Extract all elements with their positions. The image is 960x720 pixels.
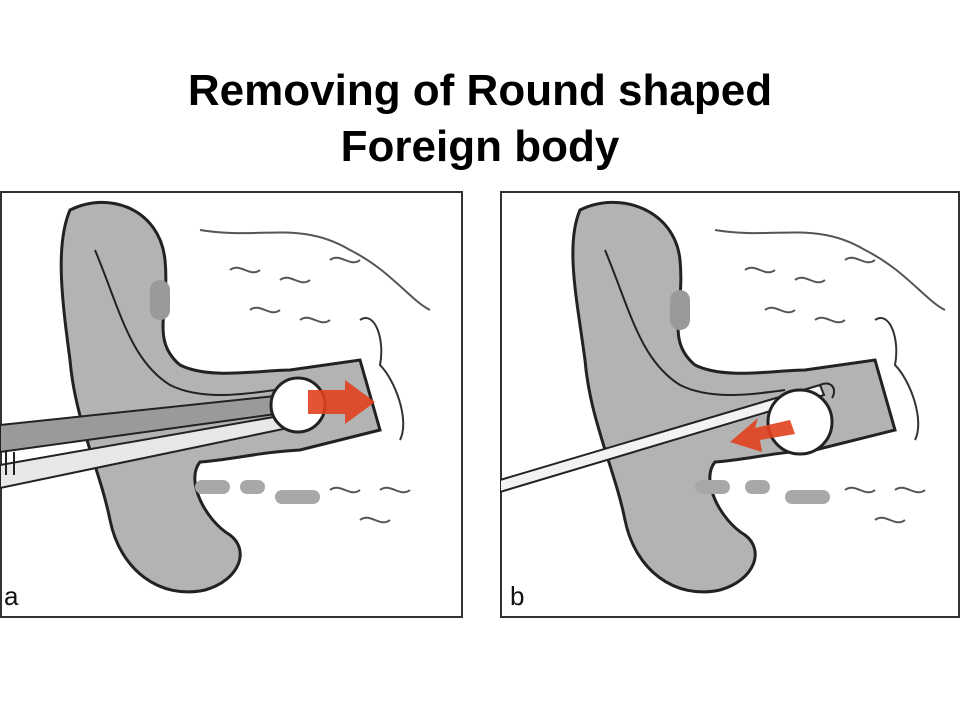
ear-illustration-a: [0, 191, 463, 618]
direction-arrow-inward: [308, 380, 375, 424]
bone-texture: [744, 256, 876, 324]
bone-outline: [714, 229, 946, 311]
cartilage-spot: [240, 480, 265, 494]
cartilage-spot: [670, 290, 690, 330]
diagram-panel-b: b: [500, 190, 960, 618]
tympanic-membrane: [359, 317, 405, 441]
hook-tip: [819, 382, 836, 399]
hook-instrument: [500, 383, 826, 494]
title-line-2: Foreign body: [340, 122, 620, 172]
direction-arrow-outward: [730, 418, 795, 452]
bone-outline: [199, 229, 431, 311]
title-line-1: Removing of Round shaped: [187, 66, 773, 116]
slide-title: Removing of Round shaped Foreign body: [0, 63, 960, 175]
ear-illustration-b: [500, 191, 960, 618]
cartilage-spot: [150, 280, 170, 320]
tympanic-membrane: [874, 317, 920, 441]
cartilage-spot: [195, 480, 230, 494]
bone-texture: [229, 256, 361, 324]
panel-label-a: a: [4, 581, 19, 611]
cartilage-spot: [695, 480, 730, 494]
cartilage-spot: [745, 480, 770, 494]
diagram-panel-a: a: [0, 190, 463, 618]
ear-fold: [94, 249, 276, 396]
ear-fold: [604, 249, 786, 396]
panel-label-b: b: [510, 581, 525, 611]
bone-texture: [329, 486, 411, 524]
cartilage-spot: [785, 490, 830, 504]
cartilage-spot: [275, 490, 320, 504]
round-foreign-body: [766, 388, 834, 456]
bone-texture: [844, 486, 926, 524]
